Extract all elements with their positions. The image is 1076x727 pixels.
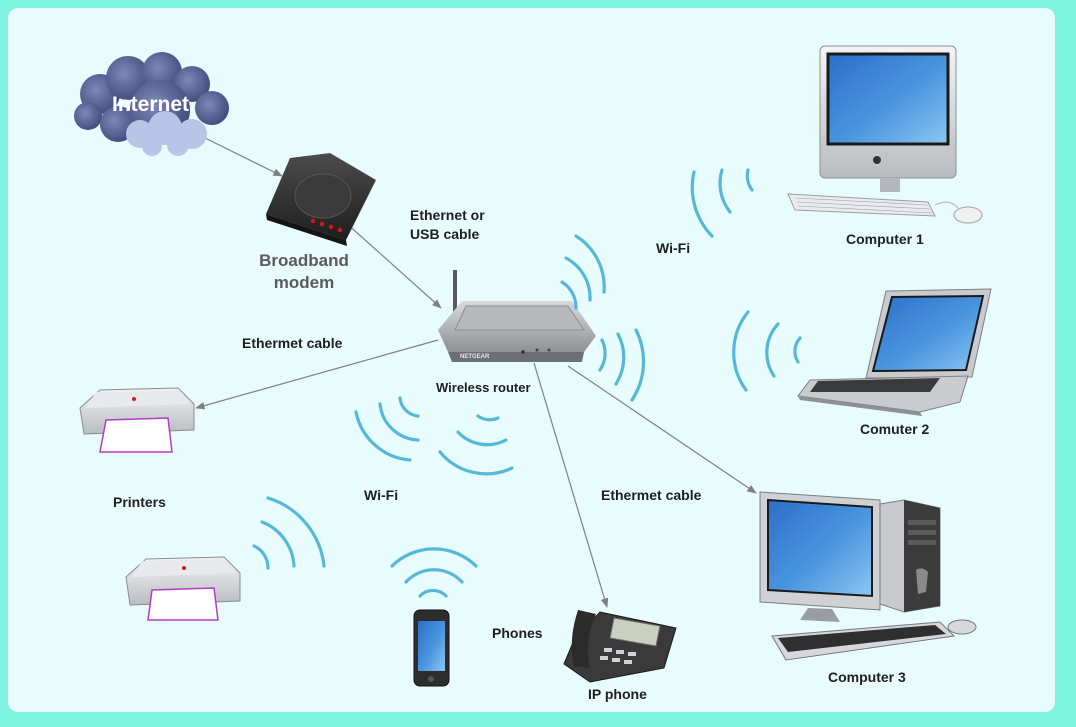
ip-phone-icon <box>563 610 677 683</box>
router-brand: NETGEAR <box>460 354 490 360</box>
broadband-modem-label-line1: Broadband <box>259 251 349 270</box>
broadband-modem-label: Broadband modem <box>254 250 354 294</box>
ethernet-or-usb-label-line1: Ethernet or <box>410 207 485 223</box>
computer2-label: Comuter 2 <box>860 421 930 437</box>
laptop-icon <box>797 288 992 416</box>
router-icon: NETGEAR <box>438 270 596 362</box>
smartphone-icon <box>413 609 450 687</box>
wifi-waves-icon <box>252 168 802 598</box>
phones-label: Phones <box>492 625 543 641</box>
internet-label: Internet <box>112 93 190 116</box>
connector-router-printer <box>195 339 439 410</box>
apple-logo-icon <box>873 156 881 164</box>
computer3-label: Computer 3 <box>828 669 906 685</box>
connector-router-ipphone <box>533 362 609 608</box>
computer1-label: Computer 1 <box>846 231 924 247</box>
wireless-router-label: Wireless router <box>436 380 531 395</box>
ethernet-cable-label-bottom: Ethermet cable <box>601 487 702 503</box>
broadband-modem-label-line2: modem <box>273 273 335 292</box>
connectors <box>195 137 757 608</box>
wifi-label-left: Wi-Fi <box>364 487 399 503</box>
desktop-pc-icon <box>759 491 977 661</box>
modem-icon <box>266 153 376 246</box>
cloud-icon <box>74 52 229 156</box>
connector-modem-router <box>344 221 442 309</box>
connector-internet-modem <box>204 137 283 177</box>
ethernet-cable-label-left: Ethermet cable <box>242 335 343 351</box>
connector-router-computer3 <box>567 365 757 494</box>
ethernet-or-usb-label: Ethernet or USB cable <box>410 206 485 244</box>
wifi-label-top: Wi-Fi <box>656 240 691 256</box>
ethernet-or-usb-label-line2: USB cable <box>410 226 480 242</box>
printers-label: Printers <box>113 494 166 510</box>
ip-phone-label: IP phone <box>588 686 647 702</box>
printer-icon <box>79 387 195 453</box>
imac-icon <box>787 45 983 224</box>
printer-icon <box>125 556 241 621</box>
